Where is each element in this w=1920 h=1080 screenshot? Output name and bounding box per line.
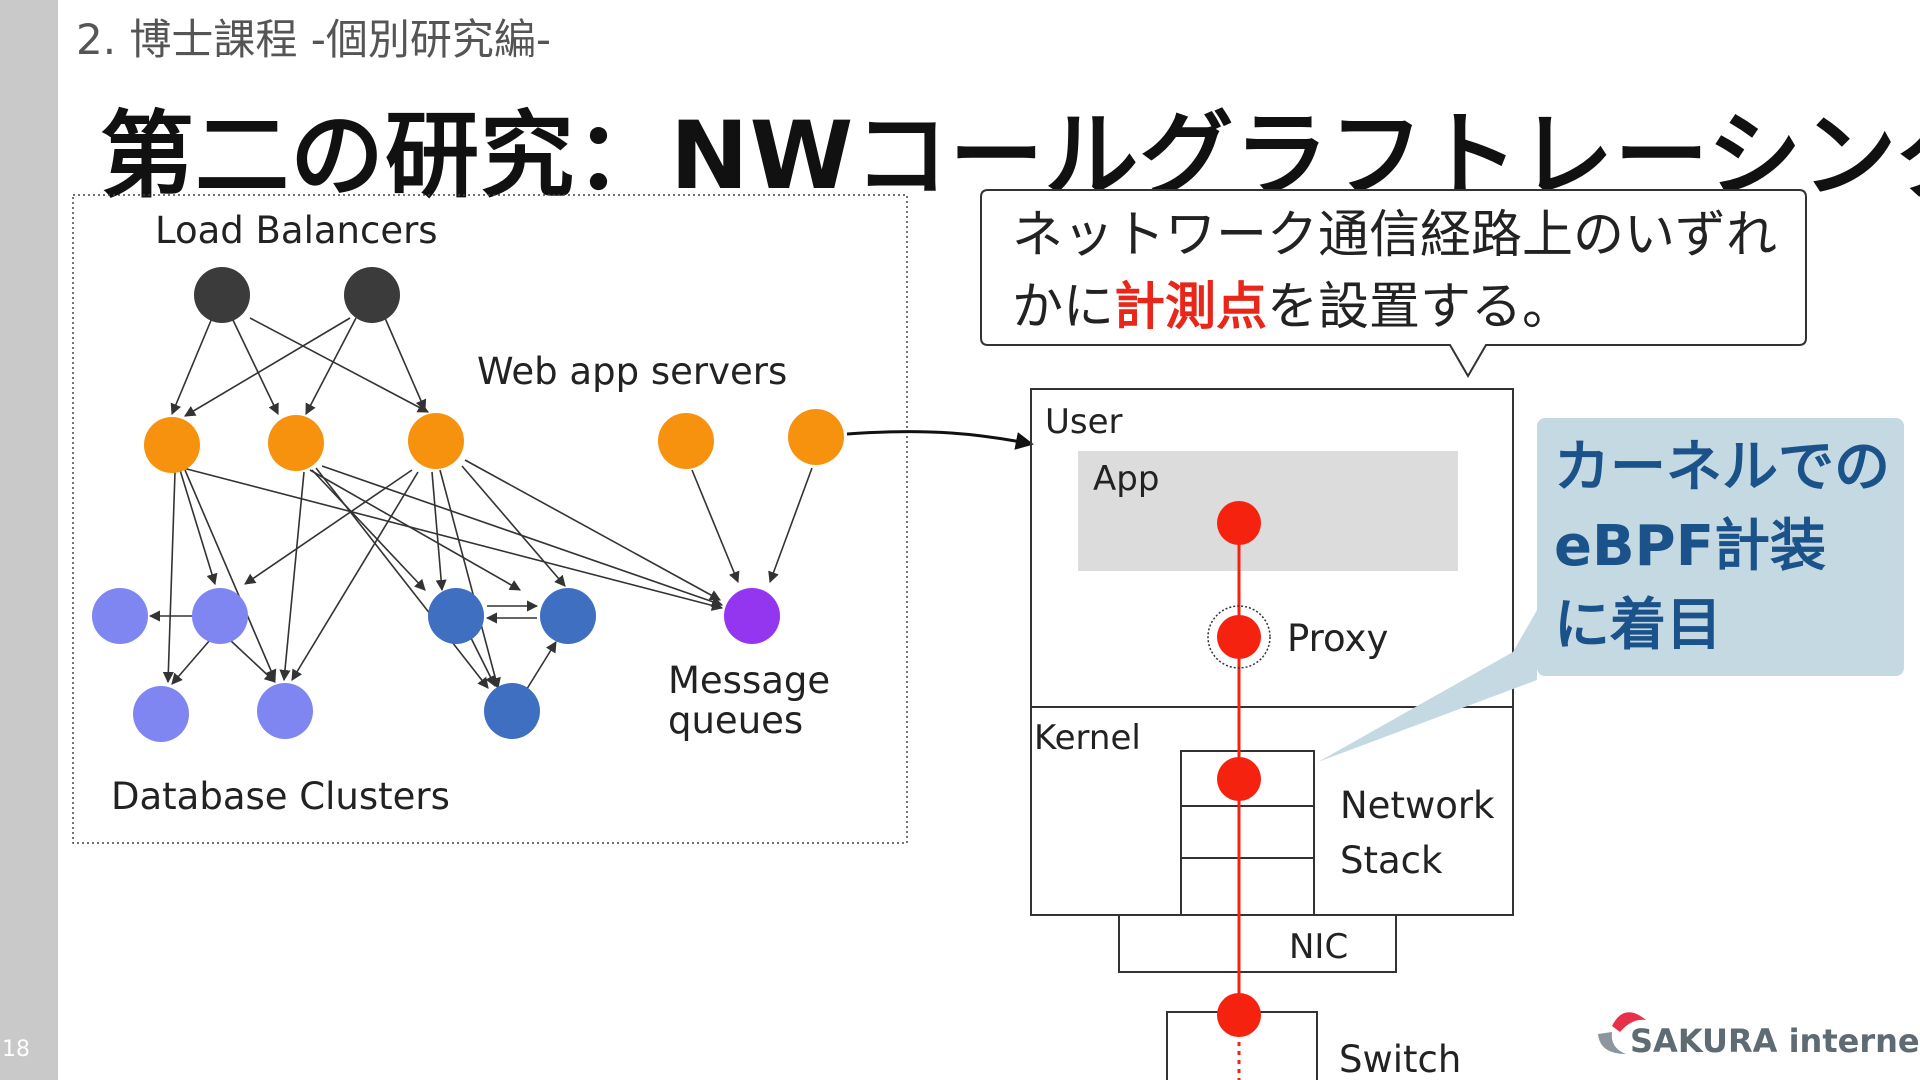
app-label: App: [1093, 459, 1159, 499]
callout-line2-prefix: かに: [1012, 278, 1115, 337]
web-server-node: [268, 415, 324, 471]
page-number: 18: [2, 1037, 30, 1062]
note-line1: カーネルでの: [1554, 435, 1890, 500]
kernel-label: Kernel: [1034, 718, 1141, 758]
note-pointer: [1318, 610, 1537, 762]
switch-measurement-point: [1217, 993, 1261, 1037]
graph-edges: [148, 317, 813, 693]
database-node: [428, 588, 484, 644]
database-clusters-label: Database Clusters: [111, 775, 450, 818]
section-subtitle: 2. 博士課程 -個別研究編-: [76, 15, 552, 64]
web-server-node: [408, 413, 464, 469]
note-line3: に着目: [1554, 593, 1722, 658]
callout-line2-suffix: を設置する。: [1267, 278, 1574, 337]
web-server-node: [788, 409, 844, 465]
database-node: [92, 588, 148, 644]
microservices-frame: [72, 194, 908, 844]
load-balancer-node: [194, 267, 250, 323]
database-node: [133, 686, 189, 742]
sakura-logo-icon: [1598, 1012, 1646, 1054]
web-server-node: [658, 413, 714, 469]
web-server-nodes: [144, 409, 844, 473]
database-node: [257, 683, 313, 739]
load-balancer-nodes: [194, 267, 400, 323]
load-balancers-label: Load Balancers: [155, 209, 438, 252]
slide-sidebar: 18: [0, 0, 58, 1080]
ebpf-note-text: カーネルでの eBPF計装 に着目: [1554, 428, 1890, 665]
message-queue-node: [724, 588, 780, 644]
database-node: [484, 683, 540, 739]
measurement-point-highlight: 計測点: [1114, 278, 1268, 337]
proxy-measurement-point: [1217, 615, 1261, 659]
database-node: [192, 588, 248, 644]
user-label: User: [1045, 402, 1123, 442]
callout-line2: かに計測点を設置する。: [1012, 272, 1812, 344]
callout-bubble: [980, 189, 1807, 378]
web-app-servers-label: Web app servers: [477, 350, 787, 393]
database-node: [540, 588, 596, 644]
proxy-ring: [1207, 605, 1271, 669]
switch-label: Switch: [1339, 1038, 1461, 1080]
callout-text: ネットワーク通信経路上のいずれ かに計測点を設置する。: [1012, 200, 1812, 344]
stack-label: Stack: [1340, 839, 1443, 882]
ebpf-note-box: [1537, 418, 1904, 676]
database-nodes: [92, 588, 596, 742]
note-line2: eBPF計装: [1554, 514, 1826, 579]
nic-label: NIC: [1289, 927, 1348, 967]
nic-box: [1118, 914, 1397, 973]
proxy-label: Proxy: [1287, 617, 1388, 660]
load-balancer-node: [344, 267, 400, 323]
app-measurement-point: [1217, 501, 1261, 545]
callout-line1: ネットワーク通信経路上のいずれ: [1012, 206, 1778, 265]
trace-arrow: [846, 430, 1034, 450]
app-box: [1078, 451, 1458, 571]
kernel-measurement-point: [1217, 757, 1261, 801]
message-queues-label-line1: Message: [668, 659, 830, 702]
message-queues-label-line2: queues: [668, 699, 803, 742]
network-label: Network: [1340, 784, 1495, 827]
web-server-node: [144, 417, 200, 473]
logo-text: SAKURA internet: [1630, 1022, 1920, 1060]
